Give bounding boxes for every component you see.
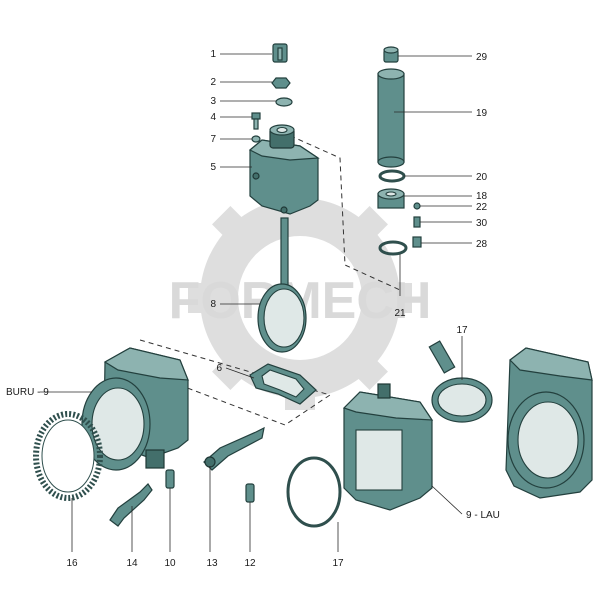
part-o-ring-17-lower — [286, 456, 342, 528]
callout-4: 4 — [210, 112, 216, 123]
part-pin-10 — [165, 469, 175, 489]
callout-8: 8 — [210, 299, 216, 310]
callout-lau-9: 9 - LAU — [466, 510, 500, 521]
part-valve-body-lau — [505, 347, 593, 499]
callout-5: 5 — [210, 162, 216, 173]
part-piston — [377, 188, 405, 209]
part-nut — [271, 77, 291, 89]
callout-2: 2 — [210, 77, 216, 88]
part-handle — [109, 483, 153, 527]
part-cylinder — [377, 68, 405, 168]
part-lever-pivot — [204, 456, 216, 468]
part-fitting-22 — [413, 202, 421, 210]
part-bolt — [251, 112, 261, 130]
callout-20: 20 — [476, 172, 488, 183]
part-fitting-30 — [413, 216, 421, 228]
callout-10: 10 — [164, 558, 176, 569]
part-cylinder-cap — [383, 46, 399, 63]
part-valve-body-buru — [81, 347, 189, 471]
callout-3: 3 — [210, 96, 216, 107]
part-actuator-housing — [248, 124, 320, 215]
callout-21: 21 — [394, 308, 406, 319]
part-valve-disc — [257, 217, 307, 353]
callout-28: 28 — [476, 239, 488, 250]
callout-29: 29 — [476, 52, 488, 63]
callout-18: 18 — [476, 191, 488, 202]
callout-14: 14 — [126, 558, 138, 569]
part-valve-body-middle — [342, 383, 434, 511]
part-small-washer — [251, 135, 261, 143]
assembly-guides — [139, 131, 401, 426]
callout-30: 30 — [476, 218, 488, 229]
part-o-ring-upper — [378, 169, 406, 183]
part-washer — [275, 97, 293, 107]
leader-lines — [40, 53, 472, 552]
part-lever — [203, 426, 265, 471]
part-gasket — [249, 363, 317, 405]
callout-22: 22 — [476, 202, 488, 213]
callout-buru-9: BURU - 9 — [6, 387, 49, 398]
callout-12: 12 — [244, 558, 256, 569]
callout-13: 13 — [206, 558, 218, 569]
part-serrated-gasket — [33, 411, 103, 501]
part-pin-12 — [245, 483, 255, 503]
watermark: FORMECH — [169, 186, 431, 410]
part-fitting-28 — [412, 236, 422, 248]
part-paddle-plate — [428, 340, 493, 423]
callout-17-upper: 17 — [456, 325, 468, 336]
callout-17-lower: 17 — [332, 558, 344, 569]
callout-1: 1 — [210, 49, 216, 60]
callout-16: 16 — [66, 558, 78, 569]
callout-labels: 1 2 3 4 7 5 8 6 29 19 20 18 22 30 28 21 … — [6, 49, 500, 569]
callout-7: 7 — [210, 134, 216, 145]
callout-19: 19 — [476, 108, 488, 119]
part-o-ring-lower — [378, 240, 408, 256]
guide-line-upper — [281, 131, 401, 291]
part-clevis — [272, 43, 288, 63]
callout-6: 6 — [216, 363, 222, 374]
